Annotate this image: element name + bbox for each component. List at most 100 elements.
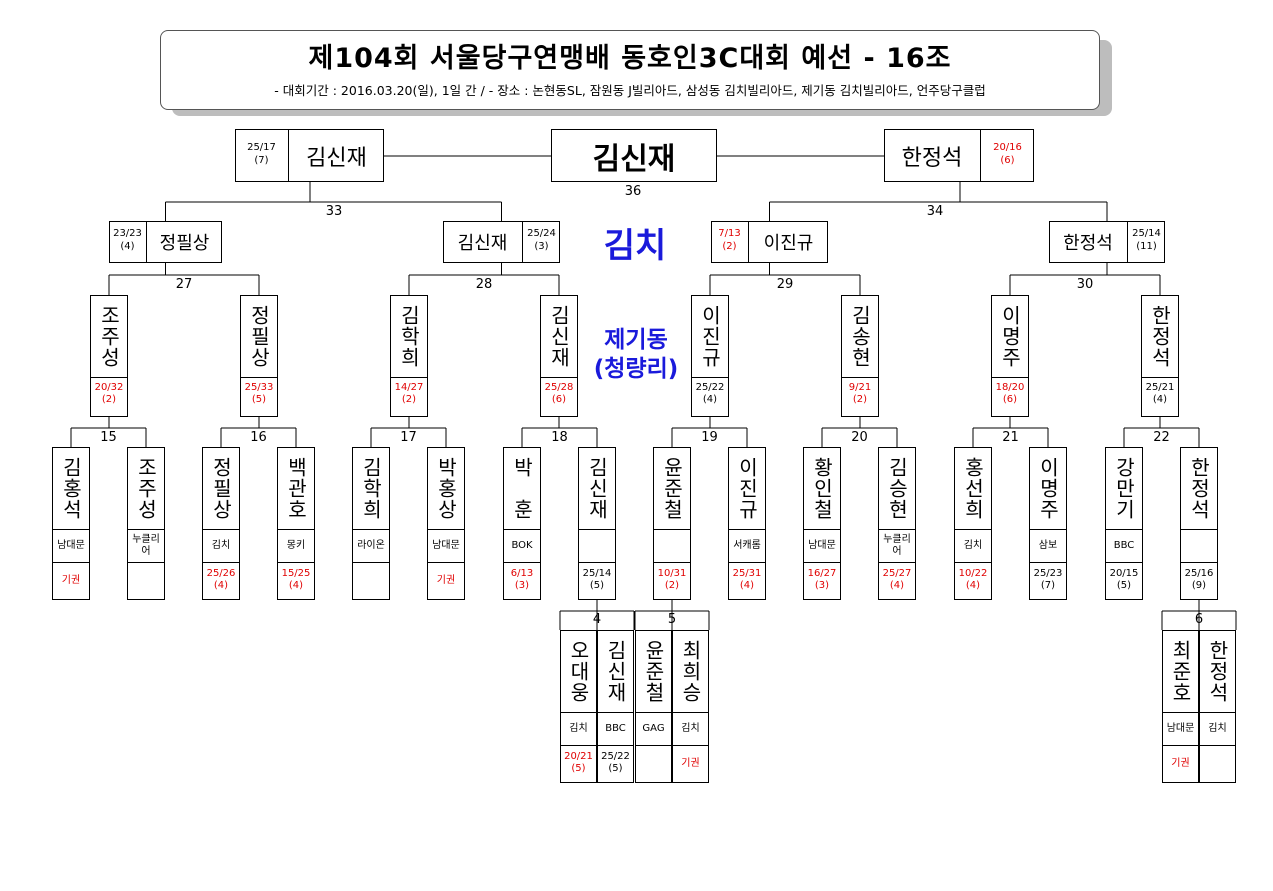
player-score: 10/31 (657, 568, 687, 579)
player-club: 서캐롬 (733, 539, 761, 551)
player-name: 김홍석 (59, 456, 83, 520)
match-number: 29 (776, 277, 794, 292)
player-club: 삼보 (1038, 539, 1058, 551)
finalist-right-box (884, 129, 1034, 182)
divider (503, 529, 541, 530)
player-club: BOK (511, 539, 533, 551)
player-inning: (9) (1191, 580, 1207, 591)
player-score: 25/22 (695, 382, 725, 393)
player-name: 김신재 (443, 221, 523, 263)
player-name: 김송현 (848, 304, 872, 368)
player-name: 최준호 (1168, 639, 1193, 703)
divider (560, 745, 597, 746)
player-score: 25/28 (544, 382, 574, 393)
player-inning: (11) (1136, 241, 1157, 252)
match-number: 17 (400, 430, 417, 445)
player-name: 황인철 (810, 456, 834, 520)
player-score: 25/21 (1145, 382, 1175, 393)
player-score: 25/26 (206, 568, 236, 579)
player-inning: (3) (814, 580, 830, 591)
player-name: 정필상 (146, 221, 222, 263)
match-number: 27 (175, 277, 193, 292)
player-name: 정필상 (209, 456, 233, 520)
player-name: 김학희 (359, 456, 383, 520)
match-number: 16 (250, 430, 267, 445)
divider (202, 562, 240, 563)
player-box (1105, 447, 1143, 600)
player-score: 9/21 (848, 382, 872, 393)
player-box (1141, 295, 1179, 417)
match-number: 22 (1153, 430, 1170, 445)
divider (1180, 562, 1218, 563)
player-name: 김승현 (885, 456, 909, 520)
player-score: 25/27 (882, 568, 912, 579)
player-name: 조주성 (97, 304, 121, 368)
divider (653, 529, 691, 530)
divider (672, 745, 709, 746)
divider (954, 529, 992, 530)
player-club: 김치 (211, 539, 231, 551)
match-number: 28 (475, 277, 493, 292)
divider (578, 562, 616, 563)
player-club: 남대문 (432, 539, 460, 551)
divider (728, 529, 766, 530)
player-inning: (5) (608, 763, 623, 774)
player-box (427, 447, 465, 600)
player-score: 25/14 (1132, 228, 1161, 239)
semi-player-box (109, 221, 222, 263)
divider (277, 529, 315, 530)
player-score: 18/20 (995, 382, 1025, 393)
champion-box: 김신재 (551, 129, 717, 182)
player-name: 김신재 (585, 456, 609, 520)
player-inning: (4) (739, 580, 755, 591)
player-name: 이진규 (698, 304, 722, 368)
page-title: 제104회 서울당구연맹배 동호인3C대회 예선 - 16조 (308, 43, 952, 74)
player-name: 백관호 (284, 456, 308, 520)
player-score: 14/27 (394, 382, 424, 393)
semi-player-box (1049, 221, 1165, 263)
player-inning: (2) (722, 241, 737, 252)
player-score: 25/23 (1033, 568, 1063, 579)
player-box (560, 630, 597, 783)
player-score: 25/14 (582, 568, 612, 579)
player-name: 윤준철 (641, 639, 666, 703)
player-box (878, 447, 916, 600)
player-name: 이명주 (998, 304, 1022, 368)
player-club: 남대문 (1166, 722, 1195, 734)
divider (352, 562, 390, 563)
player-club: 몽키 (286, 539, 306, 551)
divider (1105, 529, 1143, 530)
divider (878, 529, 916, 530)
player-score: 20/32 (94, 382, 124, 393)
divider (1141, 377, 1179, 378)
divider (560, 712, 597, 713)
player-box (277, 447, 315, 600)
divider (1162, 745, 1199, 746)
player-name: 박 훈 (510, 456, 534, 520)
match-number: 33 (325, 204, 343, 219)
player-club: 남대문 (57, 539, 85, 551)
divider (597, 745, 634, 746)
divider (803, 562, 841, 563)
player-score: 20/21 (564, 751, 593, 762)
player-box (672, 630, 709, 783)
player-box (578, 447, 616, 600)
player-score: 기권 (1171, 758, 1190, 769)
divider (1199, 712, 1236, 713)
divider (672, 712, 709, 713)
divider (728, 562, 766, 563)
match-number: 30 (1076, 277, 1094, 292)
player-score: 25/31 (732, 568, 762, 579)
player-club: BBC (605, 722, 626, 734)
player-score: 16/27 (807, 568, 837, 579)
divider (578, 529, 616, 530)
player-box (540, 295, 578, 417)
divider (691, 377, 729, 378)
player-inning: (3) (534, 241, 549, 252)
divider (540, 377, 578, 378)
divider (277, 562, 315, 563)
player-inning: (2) (664, 580, 680, 591)
player-name: 조주성 (134, 456, 158, 520)
player-club: 누클리어 (132, 533, 160, 557)
player-name: 최희승 (678, 639, 703, 703)
